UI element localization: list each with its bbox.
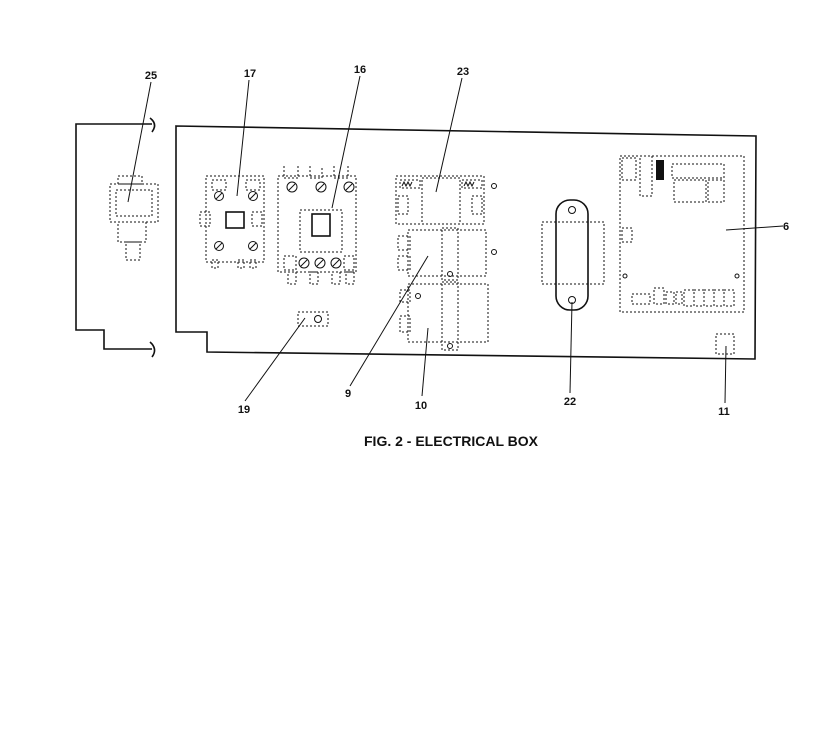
part-23-relay [395, 175, 497, 225]
part-9-relay [397, 227, 497, 281]
part-17-contactor [199, 175, 265, 269]
callout-19: 19 [238, 404, 250, 416]
part-25-connector [109, 175, 159, 261]
electrical-box-panel [175, 125, 757, 360]
callout-22: 22 [564, 396, 576, 408]
callout-11: 11 [718, 406, 730, 418]
leader-lines [127, 75, 784, 404]
side-panel-bracket [75, 117, 156, 358]
callout-25: 25 [145, 70, 157, 82]
part-6-control-board [619, 155, 745, 313]
figure-caption: FIG. 2 - ELECTRICAL BOX [364, 433, 539, 449]
callout-labels: 25 17 16 23 6 19 9 10 22 11 [145, 64, 789, 418]
callout-16: 16 [354, 64, 366, 76]
callout-23: 23 [457, 66, 469, 78]
part-10-relay [399, 281, 489, 351]
part-11-component [715, 333, 735, 355]
callout-17: 17 [244, 68, 256, 80]
callout-10: 10 [415, 400, 427, 412]
callout-9: 9 [345, 388, 351, 400]
part-19-terminal [297, 311, 329, 327]
part-22-transformer [541, 199, 605, 311]
part-16-contactor [277, 166, 357, 285]
callout-6: 6 [783, 221, 789, 233]
